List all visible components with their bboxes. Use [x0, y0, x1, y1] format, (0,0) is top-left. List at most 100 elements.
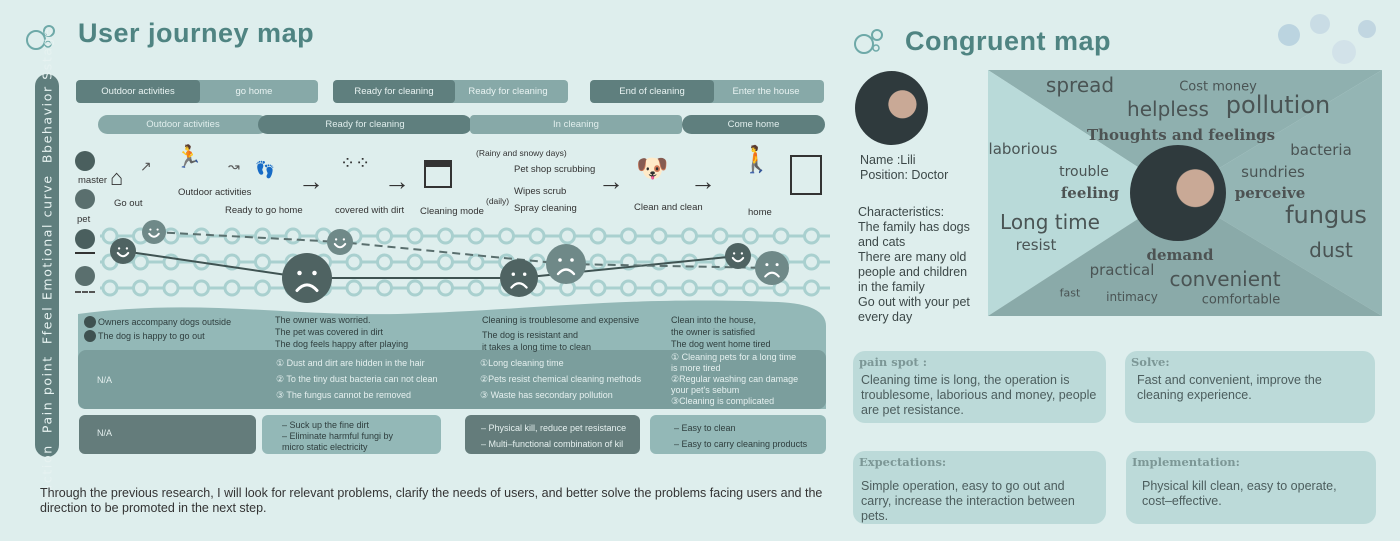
pain-text: ① Cleaning pets for a long time is more … [671, 352, 799, 406]
track-dot [650, 227, 668, 245]
behavior-rainy: (Rainy and snowy days) [476, 148, 567, 158]
word-intimacy: intimacy [1106, 290, 1158, 304]
phase-ready: Ready for cleaning [258, 115, 472, 134]
role-master: master [78, 175, 108, 186]
word-comfortable: comfortable [1201, 292, 1281, 308]
word-thoughts: Thoughts and feelings [1086, 126, 1276, 144]
track-dot [223, 279, 241, 297]
congruent-title: Congruent map [905, 26, 1111, 56]
arrow-right-icon: → [598, 166, 624, 196]
empathy-center-avatar [1130, 145, 1226, 241]
behavior-dirt: covered with dirt [335, 205, 405, 216]
face-mouth [731, 256, 745, 263]
track-dot [772, 227, 790, 245]
action-box: N/A [79, 415, 256, 454]
arrow-right-icon: → [298, 166, 324, 196]
track-dot [589, 253, 607, 271]
house-icon: ⌂ [110, 165, 124, 190]
curved-arrow-icon: ↗ [140, 158, 152, 174]
face-eye [297, 270, 302, 276]
face-eye [117, 247, 121, 250]
face-mouth [764, 271, 780, 278]
track-dot [803, 253, 820, 271]
track-dot [467, 279, 485, 297]
row-labels-bar: Aaction Pain point Ffeel Emotional curve… [35, 27, 59, 503]
face-eye [740, 252, 744, 255]
feel-text: The dog is happy to go out [98, 331, 205, 341]
behavior-daily: (daily) [486, 196, 510, 206]
bubbles-icon [26, 25, 55, 50]
owner-happy-face-icon [110, 238, 136, 264]
track-dot [406, 279, 424, 297]
face-eye [570, 258, 574, 262]
track-dot [711, 279, 729, 297]
track-dot [437, 253, 454, 271]
dirt-icon: ⁘⁘ [340, 153, 371, 173]
word-spread: spread [1045, 73, 1115, 97]
face-eye [125, 247, 129, 250]
track-dot [376, 227, 393, 245]
word-dust: dust [1309, 238, 1353, 262]
owner-legend-icon [75, 229, 95, 249]
track-dot [528, 227, 546, 245]
clean-dog-icon: 🐶 [636, 153, 669, 183]
track-dot [589, 227, 607, 245]
card-expectations: Expectations:Simple operation, easy to g… [853, 451, 1106, 524]
running-person-icon: 🏃 [175, 144, 203, 169]
track-dot [254, 227, 271, 245]
word-long-time: Long time [1000, 210, 1100, 234]
track-dot [437, 227, 454, 245]
face-eye [312, 270, 317, 276]
pet-avatar-icon [75, 189, 95, 209]
word-helpless: helpless [1127, 97, 1209, 121]
face-mouth [556, 268, 576, 276]
brush-icon [424, 160, 452, 188]
pet-sad-face-icon [546, 244, 586, 284]
track-dot [711, 227, 729, 245]
face-mouth [333, 242, 347, 249]
track-dot [742, 279, 759, 297]
door-icon [790, 155, 822, 195]
track-dot [681, 279, 698, 297]
pet-dashed-line-legend [75, 291, 95, 293]
pain-text: N/A [97, 375, 113, 385]
stage-primary: Ready for cleaning [333, 80, 455, 103]
track-dot [589, 279, 607, 297]
summary-text: Through the previous research, I will lo… [40, 486, 823, 515]
face-mouth [116, 251, 130, 258]
behavior-ready-home: Ready to go home [225, 205, 303, 216]
word-feeling: feeling [1060, 184, 1120, 202]
owner-icon [84, 316, 96, 328]
feel-text: Owners accompany dogs outside [98, 317, 232, 327]
phase-cleaning: In cleaning [470, 115, 682, 134]
pet-happy-face-icon [142, 220, 166, 244]
card-implementation: Implementation:Physical kill clean, easy… [1126, 451, 1376, 524]
track-dot [254, 253, 271, 271]
face-mouth [510, 282, 528, 289]
behavior-wipes: Wipes scrub [514, 186, 567, 197]
track-dot [406, 227, 424, 245]
emotional-curve [100, 220, 830, 303]
track-dot [620, 227, 637, 245]
face-mouth [295, 283, 319, 292]
bubbles-icon [854, 29, 883, 54]
track-dot [345, 279, 363, 297]
owner-happy-face-icon [725, 243, 751, 269]
track-dot [620, 279, 637, 297]
word-trouble: trouble [1059, 164, 1109, 180]
behavior-go-out: Go out [114, 198, 143, 209]
track-dot [162, 227, 180, 245]
face-eye [522, 272, 527, 276]
pet-sad-face-icon [755, 251, 789, 285]
persona-avatar [855, 71, 928, 145]
track-dot [406, 253, 424, 271]
word-laborious: laborious [988, 140, 1058, 158]
track-dot [559, 227, 576, 245]
word-bacteria: bacteria [1290, 141, 1352, 159]
word-pollution: pollution [1225, 91, 1331, 119]
pet-icon [84, 330, 96, 342]
face-eye [156, 228, 159, 231]
